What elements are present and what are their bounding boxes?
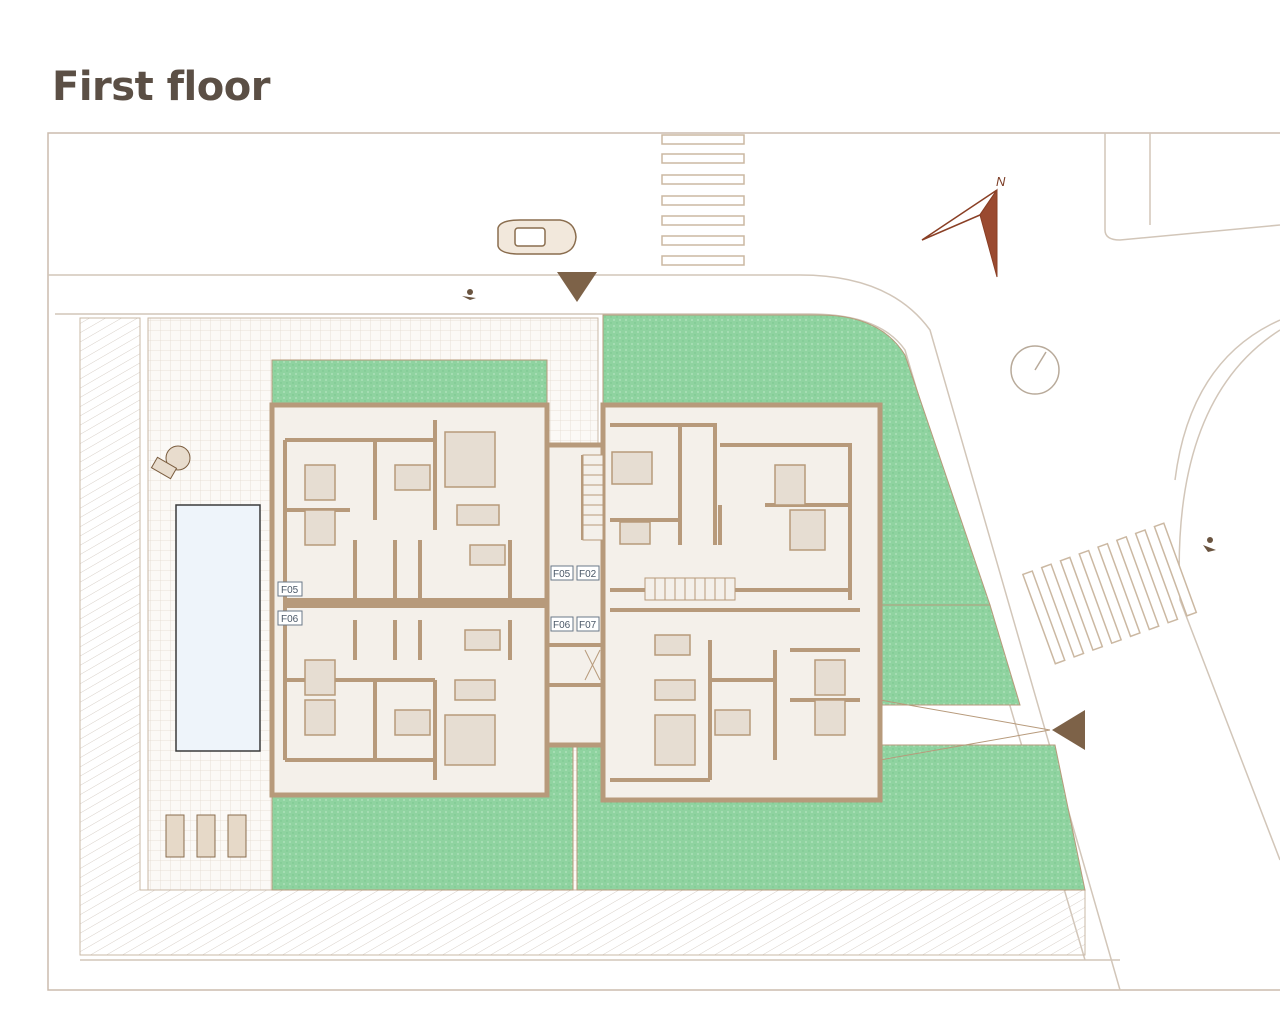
pedestrian-icon bbox=[462, 289, 476, 300]
pedestrian-icon bbox=[1203, 537, 1216, 552]
hatched-area bbox=[80, 318, 1085, 955]
site-border bbox=[47, 132, 1280, 991]
unit-label: F02 bbox=[579, 569, 597, 580]
interior-walls bbox=[283, 420, 860, 782]
crosswalk-right bbox=[1021, 522, 1198, 665]
page-title: First floor bbox=[52, 64, 270, 110]
unit-label: F05 bbox=[281, 585, 299, 596]
unit-labels: F05 F06 F05 F02 F06 F07 bbox=[277, 565, 600, 632]
north-label: N bbox=[996, 174, 1006, 189]
entrance-arrow-icon bbox=[1052, 710, 1085, 750]
car-icon bbox=[497, 219, 577, 255]
unit-label: F06 bbox=[281, 614, 299, 625]
roundabout-icon bbox=[1010, 345, 1060, 395]
entrance-arrow-icon bbox=[557, 272, 597, 302]
unit-label: F06 bbox=[553, 620, 571, 631]
unit-label: F05 bbox=[553, 569, 571, 580]
north-arrow-icon: N bbox=[921, 174, 1006, 278]
stairs bbox=[582, 454, 736, 681]
stair-core bbox=[544, 442, 606, 748]
pool bbox=[175, 504, 261, 752]
furniture bbox=[304, 431, 846, 766]
parasol-icon bbox=[150, 445, 191, 480]
crosswalk-top bbox=[661, 134, 745, 266]
sun-loungers bbox=[165, 814, 247, 858]
unit-label: F07 bbox=[579, 620, 597, 631]
